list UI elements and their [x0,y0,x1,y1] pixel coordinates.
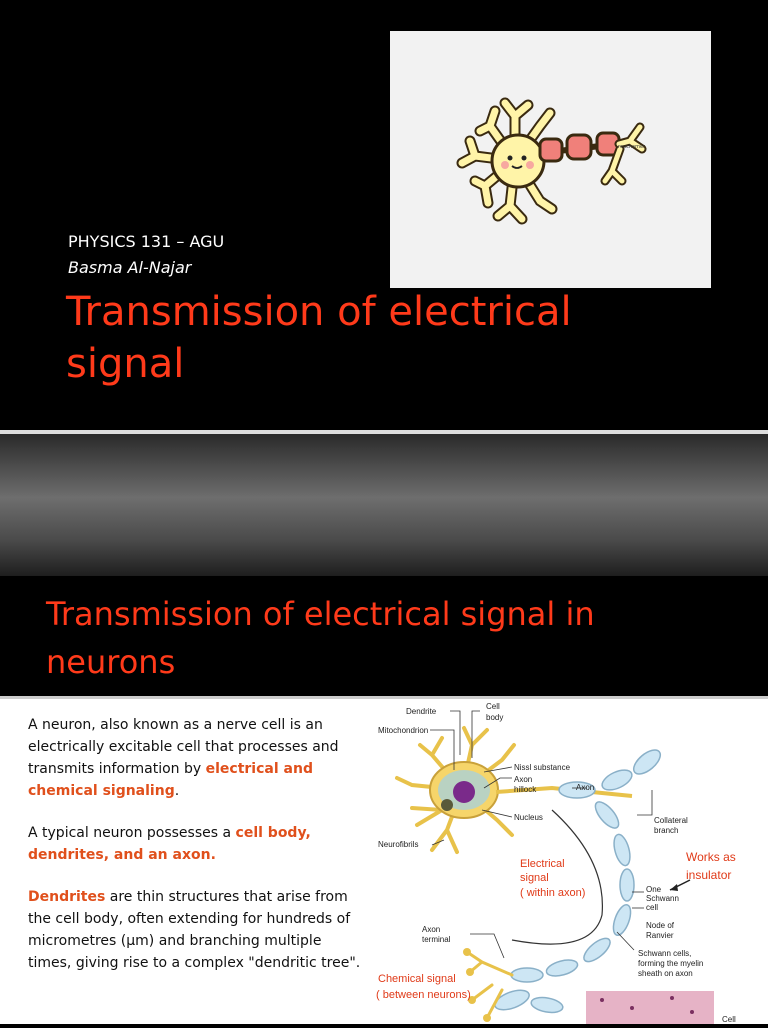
label-axon-hillock-2: hillock [514,785,537,794]
slide-2-body [0,699,768,1024]
cartoon-neuron-illustration: reachamer [456,97,647,225]
label-mitochondrion: Mitochondrion [378,726,428,735]
cartoon-neuron-image: reachamer [390,31,711,288]
label-axon-terminal-2: terminal [422,935,451,944]
label-schwann-1: One [646,885,662,894]
label-electrical-1: Electrical [520,858,565,870]
label-chemical-1: Chemical signal [378,973,456,985]
slide-2-title-line-2: neurons [46,643,176,681]
p1-highlight: electrical and chemical signaling [28,761,313,799]
label-collateral-1: Collateral [654,816,688,825]
p1-end: . [174,783,180,799]
course-label: PHYSICS 131 – AGU [68,232,225,251]
slide-2-header [0,576,768,696]
slide-1-title: Transmission of electrical signal [66,286,746,390]
paragraph-dendrites: Dendrites are thin structures that arise… [28,886,368,974]
blank-gradient-slide [0,434,768,576]
p3-text: are thin structures that arise from the … [28,889,361,971]
label-schwann-3: cell [646,903,658,912]
p2-highlight: cell body, dendrites, and an axon. [28,825,311,863]
label-dendrite: Dendrite [406,707,437,716]
author-name: Basma Al-Najar [68,258,192,277]
body-text: A neuron, also known as a nerve cell is … [28,714,368,994]
p1-text: A neuron, also known as a nerve cell is … [28,717,339,777]
label-electrical-3: ( within axon) [520,887,585,899]
label-electrical-2: signal [520,872,549,884]
label-collateral-2: branch [654,826,678,835]
label-works-as-1: Works as [686,850,736,864]
image-caption: reachamer [618,144,646,150]
label-axon-hillock-1: Axon [514,775,532,784]
label-nucleus: Nucleus [514,813,543,822]
label-schwann-cells-1: Schwann cells, [638,949,691,958]
label-neurofibrils: Neurofibrils [378,840,418,849]
paragraph-neuron-parts: A typical neuron possesses a cell body, … [28,822,368,866]
slide-2-title: Transmission of electrical signal in neu… [46,590,746,686]
label-schwann-2: Schwann [646,894,679,903]
slide-2-title-line-1: Transmission of electrical signal in [46,595,595,633]
label-nissl-substance: Nissl substance [514,763,571,772]
label-cell-body-2: body [486,713,503,722]
label-works-as-2: insulator [686,868,731,882]
neuron-diagram: Dendrite Cell body Mitochondrion Nissl s… [372,700,768,1024]
label-schwann-cells-3: sheath on axon [638,969,693,978]
label-chemical-2: ( between neurons) [376,989,471,1001]
label-node-2: Ranvier [646,931,674,940]
slide-divider [0,430,768,434]
slide-1-title-line-1: Transmission of electrical [66,289,572,335]
label-node-1: Node of [646,921,675,930]
p2-text: A typical neuron possesses a [28,825,236,841]
neuron-anatomy-diagram: Dendrite Cell body Mitochondrion Nissl s… [376,702,736,1024]
label-axon: Axon [576,783,594,792]
p3-highlight: Dendrites [28,889,106,905]
slide-2-divider [0,696,768,699]
slide-1-title-line-2: signal [66,341,185,387]
label-cell-body-1: Cell [486,702,500,711]
paragraph-neuron-definition: A neuron, also known as a nerve cell is … [28,714,368,802]
label-schwann-cells-2: forming the myelin [638,959,703,968]
label-axon-terminal-1: Axon [422,925,440,934]
label-cell-small: Cell [722,1015,736,1024]
